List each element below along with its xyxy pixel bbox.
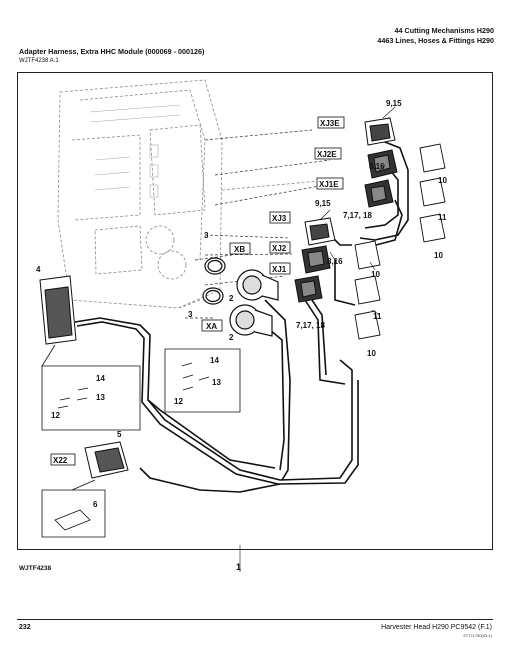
connector-xj2-body xyxy=(301,245,331,274)
connector-xj3-body xyxy=(304,217,336,246)
callout-3-top: 3 xyxy=(204,231,209,240)
callout-12-b: 12 xyxy=(174,397,183,406)
connector-xb-body xyxy=(236,269,279,301)
publication-info: Harvester Head H290 PC9542 (F.1) xyxy=(381,624,492,631)
page-title: Adapter Harness, Extra HHC Module (00006… xyxy=(19,47,205,56)
connector-label-xb: XB xyxy=(234,245,245,254)
callout-2-top: 2 xyxy=(229,294,234,303)
connector-xj1-body xyxy=(294,275,323,303)
callout-7-17-18-bot: 7,17, 18 xyxy=(296,321,325,330)
figure-callout: 1 xyxy=(236,562,242,572)
callout-9-15-mid: 9,15 xyxy=(315,199,331,208)
module-details xyxy=(89,104,181,198)
parts-panel-1 xyxy=(41,344,141,431)
callout-9-15-top: 9,15 xyxy=(386,99,402,108)
clip-brackets xyxy=(354,143,446,340)
callout-7-17-18-top: 7,17, 18 xyxy=(343,211,372,220)
connector-xj3e-body xyxy=(364,117,396,146)
hhc-module-outline xyxy=(57,79,331,309)
callout-4: 4 xyxy=(36,265,41,274)
figure-reference-code: WJTF4238 A.1 xyxy=(19,58,59,64)
callout-12-a: 12 xyxy=(51,411,60,420)
subsection-heading: 4463 Lines, Hoses & Fittings H290 xyxy=(377,36,494,45)
callout-10-a: 10 xyxy=(438,176,447,185)
connector-xj2e-body xyxy=(367,149,398,179)
harness-cables xyxy=(74,139,409,493)
connector-label-x22: X22 xyxy=(53,456,68,465)
connector-label-xj3: XJ3 xyxy=(272,214,287,223)
connector-label-xj2: XJ2 xyxy=(272,244,287,253)
footer-divider xyxy=(17,619,493,620)
connector-label-boxes xyxy=(50,116,345,466)
callout-5: 5 xyxy=(117,430,122,439)
callout-13-a: 13 xyxy=(96,393,105,402)
figure-frame xyxy=(17,72,493,550)
callout-8-16-mid: 8,16 xyxy=(327,257,343,266)
document-code: ST771750(05.1) xyxy=(463,633,492,638)
callout-3-bot: 3 xyxy=(188,310,193,319)
connector-label-xj2e: XJ2E xyxy=(317,150,337,159)
callout-2-bot: 2 xyxy=(229,333,234,342)
connector-label-xa: XA xyxy=(206,322,217,331)
page-number: 232 xyxy=(19,624,31,631)
callout-10-d: 10 xyxy=(367,349,376,358)
callout-14-a: 14 xyxy=(96,374,105,383)
callout-10-b: 10 xyxy=(434,251,443,260)
callout-10-c: 10 xyxy=(371,270,380,279)
connector-x22-body xyxy=(84,441,129,479)
callout-11-a: 11 xyxy=(438,213,447,222)
callout-14-b: 14 xyxy=(210,356,219,365)
connector-label-xj3e: XJ3E xyxy=(320,119,340,128)
connector-xj1e-body xyxy=(364,179,394,208)
figure-id: WJTF4238 xyxy=(19,565,52,572)
callout-11-b: 11 xyxy=(373,312,382,321)
seal-rings xyxy=(202,257,226,305)
callout-8-16-top: 8,16 xyxy=(369,162,385,171)
section-heading: 44 Cutting Mechanisms H290 xyxy=(394,26,494,35)
connector-label-xj1: XJ1 xyxy=(272,265,287,274)
connector-4-body xyxy=(39,275,77,345)
hardware-pieces xyxy=(54,362,210,531)
callout-6: 6 xyxy=(93,500,98,509)
connector-xa-body xyxy=(229,304,273,337)
parts-panel-2 xyxy=(164,348,241,413)
callout-13-b: 13 xyxy=(212,378,221,387)
leader-lines xyxy=(239,106,396,572)
parts-panel-3 xyxy=(41,479,106,538)
connector-label-xj1e: XJ1E xyxy=(319,180,339,189)
